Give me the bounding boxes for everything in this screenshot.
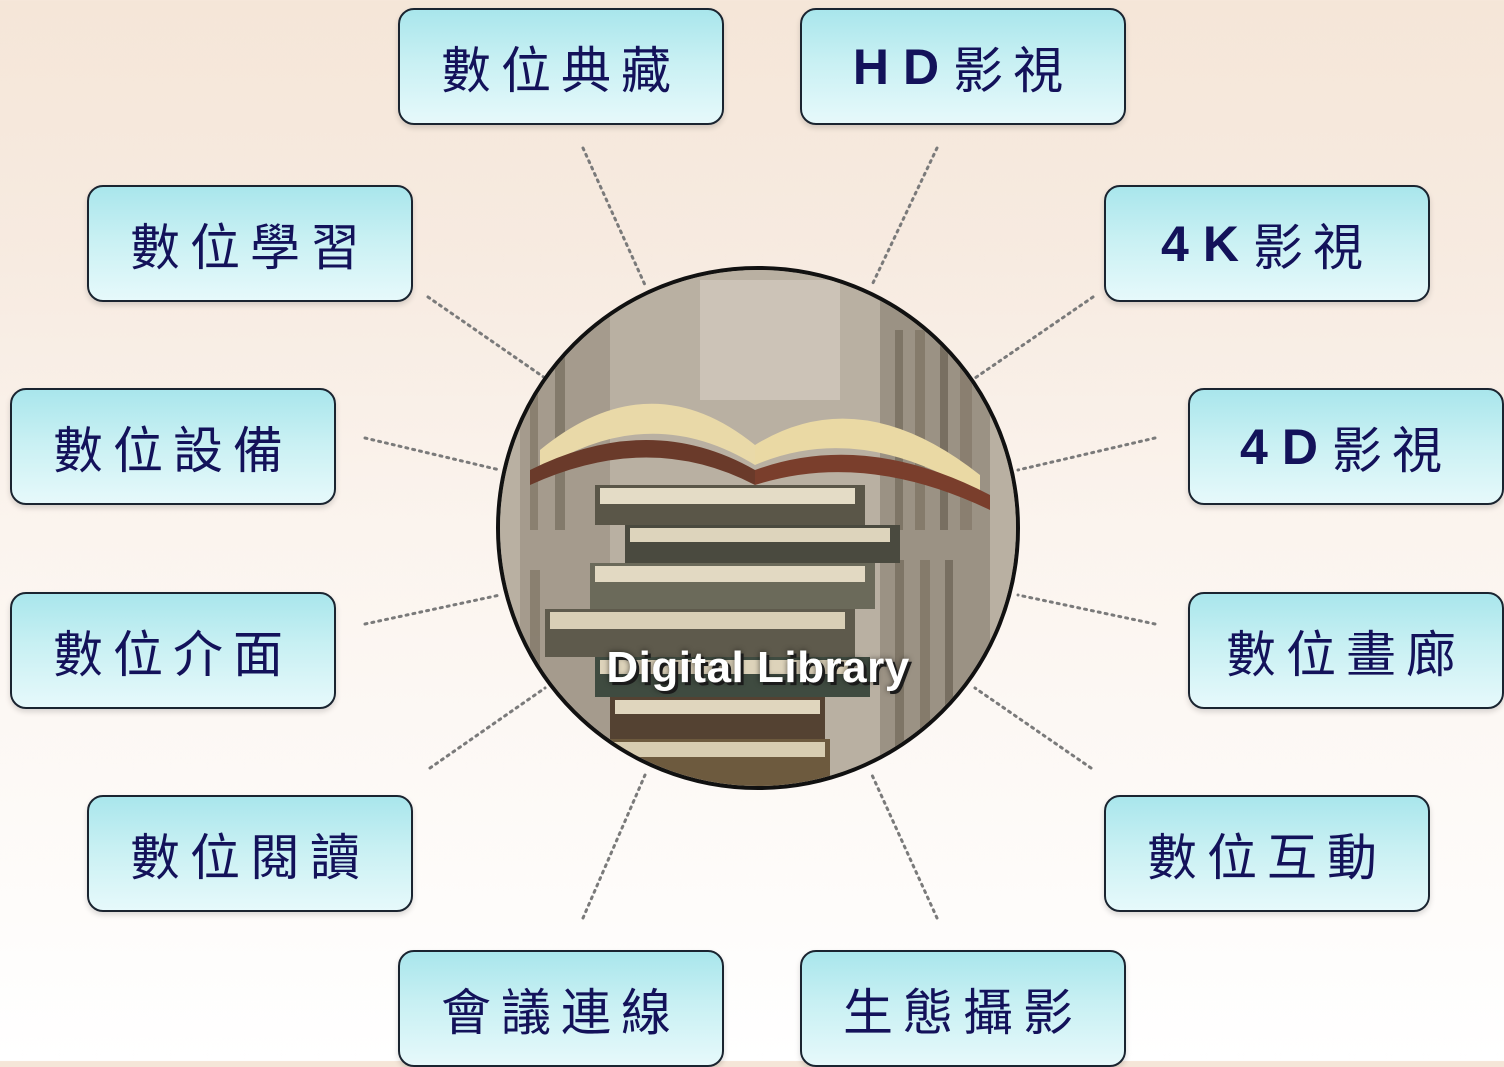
node-label: 數位設備 [53,421,293,480]
node-label-cjk: 影視 [953,41,1074,100]
books-stack-image [500,270,1016,786]
connector-digital-gallery [1016,593,1157,626]
hub-circle: Digital Library [496,266,1020,790]
node-digital-gallery: 數位畫廊 [1188,592,1504,709]
connector-digital-interface [363,593,502,626]
connector-video-conference [581,773,647,920]
connector-4d-video [1016,436,1157,472]
node-digital-equipment: 數位設備 [10,388,336,505]
hub-label: Digital Library [606,643,910,692]
node-video-conference: 會議連線 [398,950,724,1067]
node-label-cjk: 影視 [1331,421,1452,480]
connector-hd-video [870,146,939,287]
connector-digital-reading [428,686,547,770]
connector-digital-archive [581,146,647,287]
node-label-cjk: 影視 [1252,218,1373,277]
connector-eco-photography [870,773,939,920]
node-label: 數位閱讀 [130,828,370,887]
node-label: 生態攝影 [843,983,1083,1042]
node-digital-reading: 數位閱讀 [87,795,413,912]
node-digital-learning: 數位學習 [87,185,413,302]
node-label: 數位介面 [53,625,293,684]
node-digital-archive: 數位典藏 [398,8,724,125]
node-digital-interface: 數位介面 [10,592,336,709]
node-label: 數位典藏 [441,41,681,100]
node-label-latin: 4K [1161,215,1253,272]
node-label: 會議連線 [441,983,681,1042]
node-label: 數位互動 [1147,828,1387,887]
node-label: 數位畫廊 [1226,625,1466,684]
node-digital-interaction: 數位互動 [1104,795,1430,912]
node-label: 數位學習 [130,218,370,277]
connector-digital-interaction [973,686,1093,770]
node-eco-photography: 生態攝影 [800,950,1126,1067]
connector-digital-learning [426,295,547,380]
node-label-latin: 4D [1240,418,1332,475]
connector-digital-equipment [363,436,502,472]
connector-4k-video [973,295,1095,380]
node-label-latin: HD [852,38,954,95]
